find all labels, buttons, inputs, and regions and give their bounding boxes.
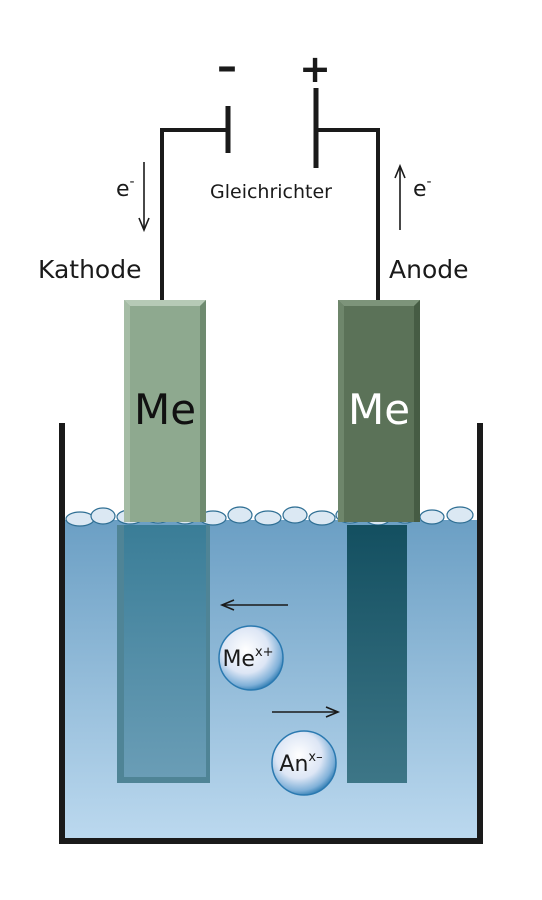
svg-text:Anx–: Anx– bbox=[279, 750, 322, 777]
anode-electron-symbol: e bbox=[413, 177, 427, 202]
cathode-immersed bbox=[117, 525, 210, 783]
cathode-electron-flow: e- bbox=[116, 162, 150, 233]
minus-terminal-sign: – bbox=[217, 44, 237, 90]
anode-electrode-label: Me bbox=[348, 385, 410, 434]
cation-ion: Mex+ bbox=[218, 625, 284, 691]
arrow-down-icon bbox=[138, 162, 150, 233]
vessel bbox=[59, 423, 483, 844]
anion-symbol: An bbox=[279, 752, 308, 777]
cation-charge: x+ bbox=[255, 645, 274, 660]
anode-immersed bbox=[347, 525, 407, 783]
arrow-left-icon bbox=[219, 599, 288, 611]
anion-ion: Anx– bbox=[271, 730, 337, 796]
rectifier-label: Gleichrichter bbox=[210, 181, 332, 203]
anode-label: Anode bbox=[389, 255, 469, 284]
plus-terminal-sign: + bbox=[299, 47, 331, 91]
anion-charge: x– bbox=[308, 750, 322, 765]
cation-symbol: Me bbox=[222, 647, 255, 672]
circuit-wires bbox=[160, 88, 380, 300]
cathode-electron-charge: - bbox=[130, 174, 135, 190]
svg-text:e-: e- bbox=[116, 174, 135, 202]
cathode-electron-symbol: e bbox=[116, 177, 130, 202]
cathode-electrode-label: Me bbox=[134, 385, 196, 434]
anode-electron-charge: - bbox=[427, 174, 432, 190]
svg-text:e-: e- bbox=[413, 174, 432, 202]
arrow-right-icon bbox=[272, 706, 341, 718]
anode-electrode: Me bbox=[338, 300, 420, 522]
arrow-up-icon bbox=[394, 163, 406, 230]
cathode-label: Kathode bbox=[38, 255, 141, 284]
anode-electron-flow: e- bbox=[394, 163, 432, 230]
svg-text:Mex+: Mex+ bbox=[222, 645, 273, 672]
cathode-electrode: Me bbox=[124, 300, 206, 522]
